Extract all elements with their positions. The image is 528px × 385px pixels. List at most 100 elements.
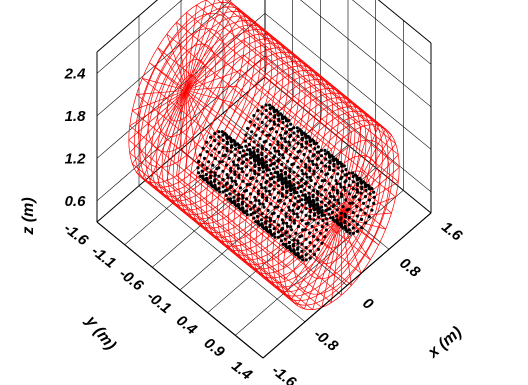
coil-point xyxy=(217,150,221,154)
coil-point xyxy=(308,204,312,209)
coil-point xyxy=(249,192,253,196)
coil-point xyxy=(304,222,308,226)
coil-point xyxy=(280,182,284,186)
coil-point xyxy=(277,174,281,178)
coil-point xyxy=(224,182,228,186)
coil-point xyxy=(269,202,273,206)
coil-point xyxy=(367,198,372,202)
coil-point xyxy=(249,207,253,211)
coil-point xyxy=(300,133,304,137)
coil-point xyxy=(272,175,276,179)
coil-point xyxy=(260,218,264,222)
coil-point xyxy=(303,182,307,186)
coil-point xyxy=(293,156,297,160)
cylinder-generator xyxy=(240,69,396,198)
coil-point xyxy=(261,202,265,206)
coil-point xyxy=(342,185,346,189)
coil-point xyxy=(243,211,247,215)
coil-point xyxy=(276,235,281,239)
coil-point xyxy=(276,110,280,114)
x-axis-label: x (m) xyxy=(424,324,465,362)
coil-point xyxy=(229,136,233,141)
coil-point xyxy=(316,211,320,215)
coil-point xyxy=(291,244,296,248)
coil-point xyxy=(355,178,359,182)
coil-point xyxy=(245,158,249,162)
coil-point xyxy=(320,209,324,213)
coil-point xyxy=(254,133,258,137)
coil xyxy=(299,148,349,213)
coil-point xyxy=(329,216,333,220)
coil-point xyxy=(221,178,225,182)
coil-point xyxy=(312,234,316,239)
coil-point xyxy=(238,186,243,190)
coil-point xyxy=(226,197,230,201)
coil-point xyxy=(224,188,228,192)
coil-point xyxy=(309,143,313,147)
coil-point xyxy=(351,180,355,184)
cylinder-generator xyxy=(217,0,371,126)
coil-point xyxy=(308,175,312,179)
coil-point xyxy=(308,214,312,218)
coil-point xyxy=(292,238,296,242)
coil-point xyxy=(272,122,277,126)
coil-point xyxy=(256,109,260,113)
coil-point xyxy=(209,144,213,148)
coil-point xyxy=(201,174,205,178)
coil-point xyxy=(304,246,308,250)
coil-point xyxy=(197,171,201,175)
coil-point xyxy=(252,140,256,144)
coil-point xyxy=(328,191,332,195)
coil-point xyxy=(240,202,244,206)
coil-point xyxy=(276,142,280,146)
coil-point xyxy=(273,170,277,175)
axes-box-front xyxy=(96,52,432,359)
floor-grid-y xyxy=(124,99,293,245)
coil-point xyxy=(245,213,249,217)
coil-point xyxy=(312,188,316,193)
coil-point xyxy=(324,173,328,177)
coil-point xyxy=(268,119,272,123)
coil-point xyxy=(241,179,245,183)
coil-point xyxy=(343,215,348,219)
coil-point xyxy=(300,145,304,149)
coil-point xyxy=(233,153,237,157)
coil-point xyxy=(296,150,300,154)
coil-point xyxy=(314,228,318,232)
coil-point xyxy=(339,192,344,196)
coil-point xyxy=(254,220,258,224)
coil-point xyxy=(276,191,280,195)
coil-point xyxy=(270,212,274,216)
cylinder-generator xyxy=(176,175,332,303)
coil-point xyxy=(260,112,264,116)
coil-point xyxy=(240,161,244,165)
coil-point xyxy=(330,210,334,215)
cylinder-generator xyxy=(243,27,399,155)
coil-point xyxy=(327,182,331,186)
coil-point xyxy=(220,130,224,134)
y-tick-label: -1.1 xyxy=(88,242,119,271)
coil-point xyxy=(284,242,288,246)
coil-point xyxy=(299,189,303,194)
coil-point xyxy=(209,153,213,157)
coil-point xyxy=(213,139,217,143)
coil-point xyxy=(284,231,288,235)
coil-point xyxy=(332,159,336,163)
coil-point xyxy=(292,203,296,207)
coil-point xyxy=(340,194,344,199)
coil-point xyxy=(285,246,290,250)
coil-point xyxy=(304,253,308,257)
coil-point xyxy=(256,192,260,196)
coil-point xyxy=(241,149,245,153)
coil-point xyxy=(281,221,285,225)
coil-point xyxy=(300,198,304,202)
coil-point xyxy=(335,219,339,223)
coil-point xyxy=(284,117,288,121)
coil-point xyxy=(288,153,292,157)
coil-point xyxy=(272,220,276,224)
coil-point xyxy=(343,226,348,230)
coil-point xyxy=(271,156,276,160)
coil-point xyxy=(271,162,275,166)
coil-point xyxy=(198,153,202,157)
coil-point xyxy=(211,185,215,189)
